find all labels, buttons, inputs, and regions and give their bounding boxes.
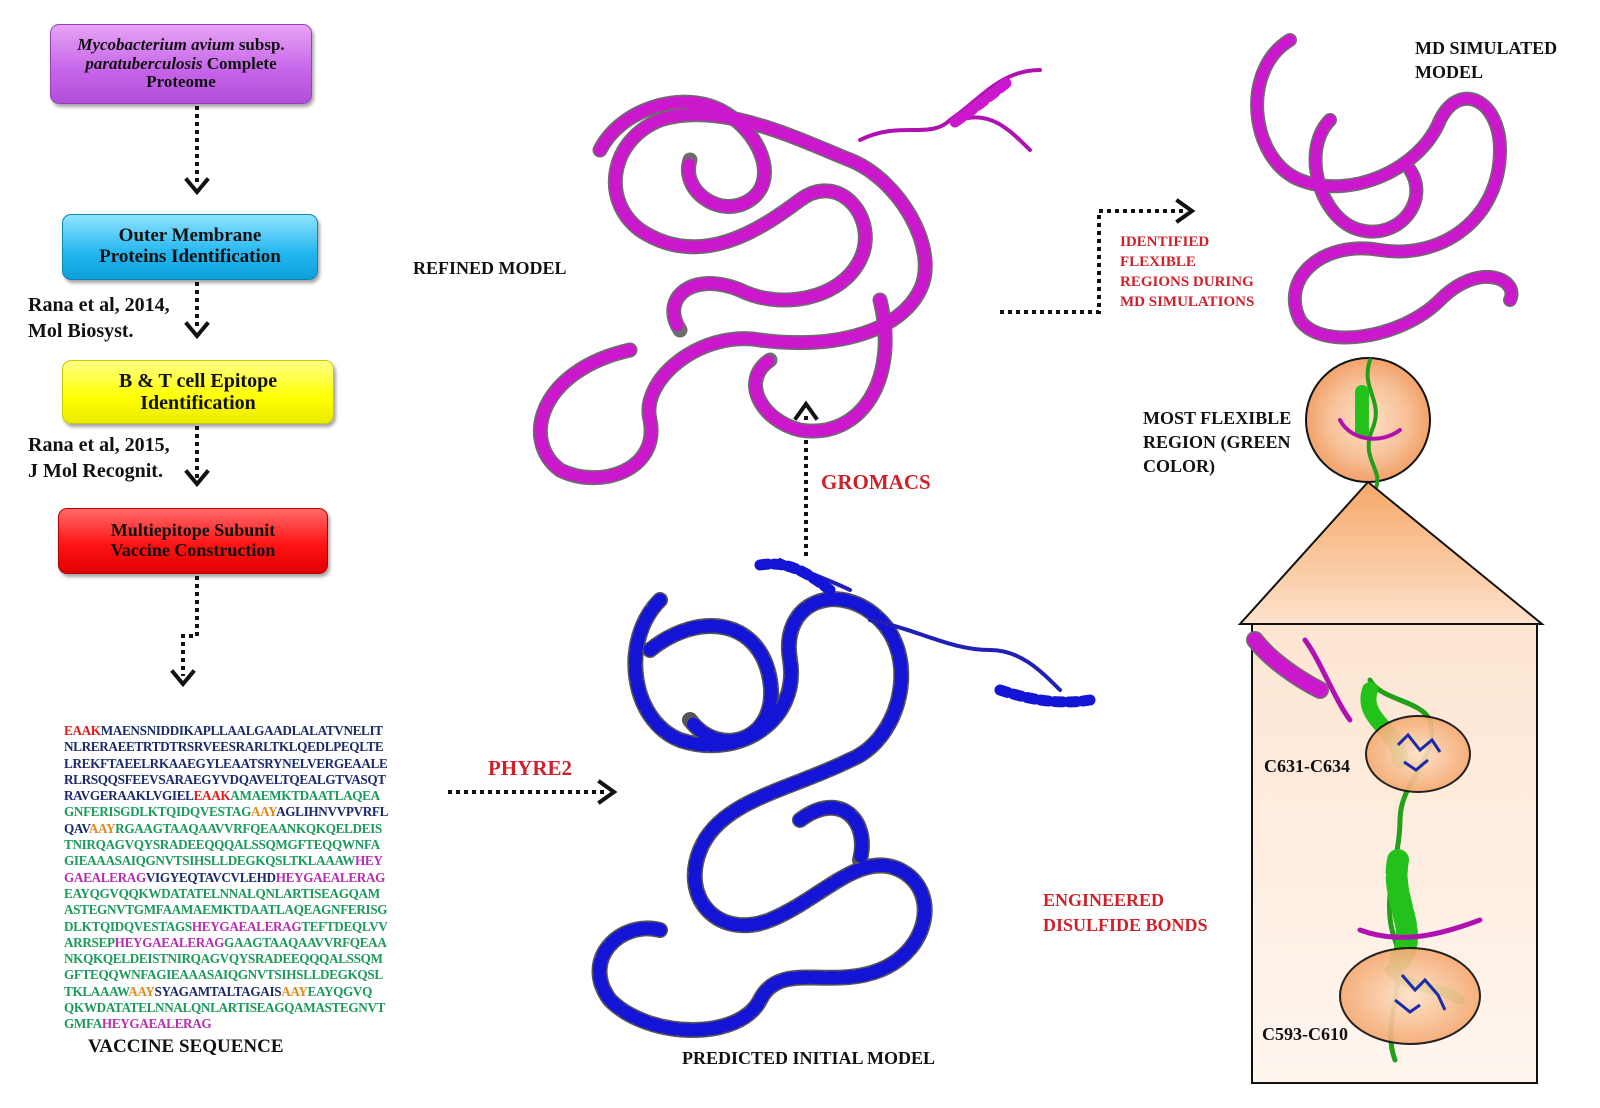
sequence-segment: EAYQGVQ: [307, 983, 373, 999]
sequence-segment: NLRERAEETRTDTRSRVEESRARLTKLQEDLPEQLTE: [64, 739, 384, 755]
sequence-line: DLKTQIDQVESTAGSHEYGAEALERAGTEFTDEQLVV: [64, 919, 388, 935]
sequence-segment: HEYGAEALERAG: [191, 918, 302, 934]
reference-2015: Rana et al, 2015,J Mol Recognit.: [28, 434, 170, 482]
sequence-segment: NKQKQELDEISTNIRQAGVQYSRADEEQQQALSSQM: [64, 951, 383, 967]
sequence-segment: AAY: [88, 820, 116, 836]
flexible-region-ribbon: [1338, 358, 1402, 492]
box2-line2: Proteins Identification: [99, 246, 281, 267]
sequence-segment: GNFERISGDLKTQIDQVESTAG: [64, 804, 251, 820]
box4-line2: Vaccine Construction: [110, 540, 276, 560]
sequence-line: GNFERISGDLKTQIDQVESTAGAAYAGLIHNVVPVRFL: [64, 804, 388, 820]
box1-line2-rest: Complete: [202, 53, 277, 73]
sequence-segment: DLKTQIDQVESTAGS: [64, 918, 192, 934]
sequence-segment: RGAAGTAAQAAVVRFQEAANKQKQELDEIS: [115, 820, 382, 836]
sequence-segment: RAVGERAAKLVGIEL: [64, 788, 194, 804]
sequence-segment: EAAK: [64, 723, 101, 738]
bond-c631-c634: C631-C634: [1264, 756, 1350, 776]
gromacs-label: GROMACS: [821, 470, 931, 494]
sequence-segment: AAY: [281, 983, 308, 999]
box3-line2: Identification: [140, 392, 256, 414]
sequence-line: NLRERAEETRTDTRSRVEESRARLTKLQEDLPEQLTE: [64, 739, 388, 755]
sequence-segment: ARRSEP: [64, 934, 115, 950]
sequence-segment: EAYQGVQQKWDATATELNNALQNLARTISEAGQAM: [64, 885, 380, 901]
bond-c593-c610: C593-C610: [1262, 1024, 1348, 1044]
sequence-line: TKLAAAWAAYSYAGAMTALTAGAISAAYEAYQGVQ: [64, 984, 388, 1000]
md-simulated-model: [1250, 33, 1519, 345]
subspecies-name: paratuberculosis: [85, 53, 203, 73]
disulfide-sticks: [1394, 732, 1447, 1014]
sequence-segment: SYAGAMTALTAGAIS: [154, 983, 282, 999]
sequence-segment: HEYGAEALERAG: [101, 1016, 212, 1032]
sequence-segment: AAY: [250, 804, 277, 820]
sequence-segment: VIGYEQTAVCVLEHD: [145, 869, 276, 885]
predicted-initial-model: [591, 558, 1096, 1038]
box4-line1: Multiepitope Subunit: [110, 520, 276, 541]
sequence-segment: TEFTDEQLVV: [301, 918, 388, 934]
sequence-line: GMFAHEYGAEALERAG: [64, 1016, 388, 1032]
refined-model: [532, 68, 1042, 486]
sequence-segment: EAAK: [193, 788, 231, 804]
proteome-box: Mycobacterium avium subsp. paratuberculo…: [50, 24, 312, 104]
box1-line3: Proteome: [146, 72, 216, 92]
box2-line1: Outer Membrane: [118, 225, 262, 247]
sequence-line: QKWDATATELNNALQNLARTISEAGQAMASTEGNVT: [64, 1000, 388, 1016]
sequence-line: LREKFTAEELRKAAEGYLEAATSRYNELVERGEAALE: [64, 756, 388, 772]
sequence-segment: TKLAAAW: [64, 983, 129, 999]
sequence-segment: AGLIHNVVPVRFL: [276, 804, 389, 820]
sequence-segment: LREKFTAEELRKAAEGYLEAATSRYNELVERGEAALE: [64, 755, 388, 771]
sequence-line: NKQKQELDEISTNIRQAGVQYSRADEEQQQALSSQM: [64, 951, 388, 967]
flow-arrowheads: [170, 177, 1196, 805]
box1-line1-rest: subsp.: [234, 34, 285, 54]
sequence-segment: GAAGTAAQAAVVRFQEAA: [224, 934, 387, 950]
sequence-segment: GIEAAASAIQGNVTSIHSLLDEGKQSLTKLAAAW: [64, 853, 356, 869]
sequence-line: ASTEGNVTGMFAAMAEMKTDAATLAQEAGNFERISG: [64, 902, 388, 918]
reference-2014: Rana et al, 2014,Mol Biosyst.: [28, 294, 170, 342]
sequence-segment: AAY: [128, 983, 155, 999]
sequence-line: RAVGERAAKLVGIELEAAKAMAEMKTDAATLAQEA: [64, 788, 388, 804]
phyre2-label: PHYRE2: [488, 756, 572, 780]
sequence-line: RLRSQQSFEEVSARAEGYVDQAVELTQEALGTVASQT: [64, 772, 388, 788]
sequence-segment: HEYGAEALERAG: [275, 869, 386, 885]
sequence-line: EAAKMAENSNIDDIKAPLLAALGAADLALATVNELIT: [64, 723, 388, 739]
vaccine-sequence-label: VACCINE SEQUENCE: [88, 1036, 284, 1057]
zoom-triangle: [1237, 480, 1545, 625]
sequence-segment: TNIRQAGVQYSRADEEQQQALSSQMGFTEQQWNFA: [64, 837, 380, 853]
sequence-segment: MAENSNIDDIKAPLLAALGAADLALATVNELIT: [100, 723, 383, 738]
species-name: Mycobacterium avium: [77, 34, 235, 54]
sequence-line: QAVAAYRGAAGTAAQAAVVRFQEAANKQKQELDEIS: [64, 821, 388, 837]
sequence-line: GAEALERAGVIGYEQTAVCVLEHDHEYGAEALERAG: [64, 870, 388, 886]
sequence-segment: AMAEMKTDAATLAQEA: [230, 788, 380, 804]
sequence-segment: GAEALERAG: [64, 869, 146, 885]
sequence-segment: RLRSQQSFEEVSARAEGYVDQAVELTQEALGTVASQT: [64, 771, 386, 787]
sequence-line: GIEAAASAIQGNVTSIHSLLDEGKQSLTKLAAAWHEY: [64, 853, 388, 869]
flow-arrows: [181, 106, 1186, 794]
sequence-segment: GFTEQQWNFAGIEAAASAIQGNVTSIHSLLDEGKQSL: [64, 967, 383, 983]
sequence-segment: QAV: [64, 820, 89, 836]
sequence-segment: ASTEGNVTGMFAAMAEMKTDAATLAQEAGNFERISG: [64, 902, 388, 918]
disulfide-ellipse-1: [1365, 715, 1471, 793]
disulfide-ellipse-2: [1339, 947, 1481, 1045]
sequence-line: EAYQGVQQKWDATATELNNALQNLARTISEAGQAM: [64, 886, 388, 902]
sequence-segment: HEY: [355, 853, 383, 869]
sequence-segment: QKWDATATELNNALQNLARTISEAGQAMASTEGNVT: [64, 1000, 386, 1016]
sequence-segment: GMFA: [64, 1016, 102, 1032]
sequence-line: GFTEQQWNFAGIEAAASAIQGNVTSIHSLLDEGKQSL: [64, 967, 388, 983]
sequence-line: ARRSEPHEYGAEALERAGGAAGTAAQAAVVRFQEAA: [64, 935, 388, 951]
predicted-model-label: PREDICTED INITIAL MODEL: [682, 1048, 936, 1068]
sequence-segment: HEYGAEALERAG: [114, 934, 225, 950]
refined-model-label: REFINED MODEL: [413, 258, 567, 278]
sequence-line: TNIRQAGVQYSRADEEQQQALSSQMGFTEQQWNFA: [64, 837, 388, 853]
box3-line1: B & T cell Epitope: [118, 370, 278, 392]
